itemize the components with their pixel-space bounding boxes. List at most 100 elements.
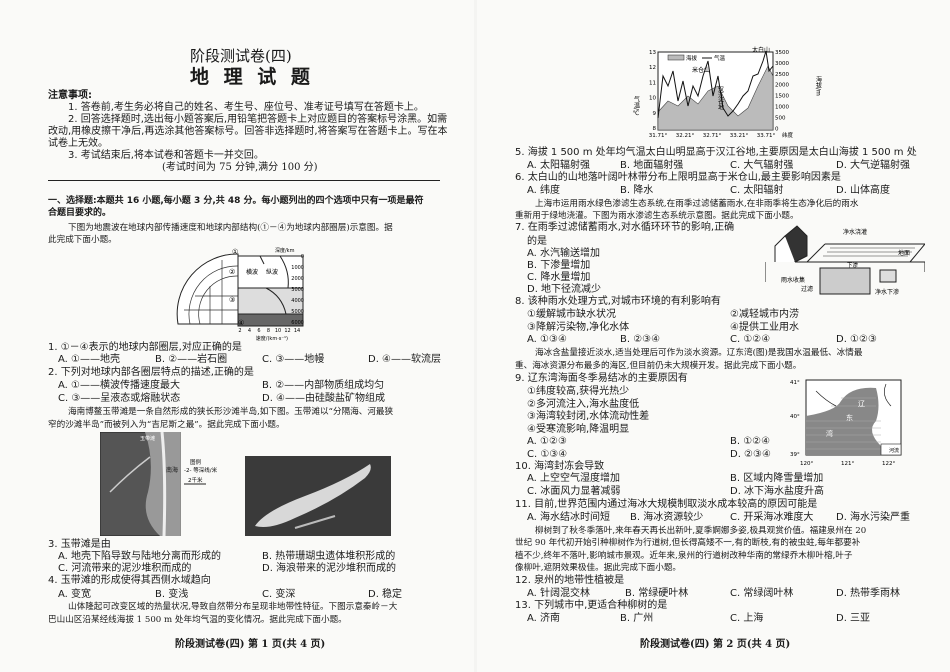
x-tick: 32.71° bbox=[703, 133, 722, 139]
statement: ①缓解城市缺水状况 bbox=[527, 309, 616, 320]
option-b[interactable]: B. ②——内部物质组成均匀 bbox=[262, 380, 385, 391]
option-d[interactable]: D. 三亚 bbox=[836, 613, 871, 624]
y-tick-right: 1500 bbox=[775, 94, 789, 100]
section-heading: 一、选择题:本题共 16 小题,每小题 3 分,共 48 分。每小题列出的四个选… bbox=[48, 196, 424, 206]
option-c[interactable]: C. 上海 bbox=[730, 613, 764, 624]
option-a[interactable]: A. 太阳辐射强 bbox=[527, 160, 591, 171]
option-a[interactable]: A. 变宽 bbox=[58, 589, 92, 600]
option-c[interactable]: C. 变深 bbox=[262, 589, 296, 600]
option-d[interactable]: D. 海水污染严重 bbox=[836, 512, 911, 523]
option-c[interactable]: C. ③——地幔 bbox=[262, 354, 325, 365]
passage: 下图为地震波在地球内部传播速度和地球内部结构(①－④为地球内部圈层)示意图。据 bbox=[68, 223, 393, 233]
y-tick-left: 13 bbox=[649, 50, 656, 56]
option-c[interactable]: C. 大气辐射强 bbox=[730, 160, 794, 171]
statement: ②减轻城市内涝 bbox=[730, 309, 799, 320]
option-d[interactable]: D. ①②③ bbox=[836, 334, 877, 345]
question-1: 1. ①－④表示的地球内部圈层,对应正确的是 bbox=[48, 342, 242, 353]
depth-tick: 1000 bbox=[291, 265, 304, 271]
y-tick-left: 9 bbox=[653, 111, 657, 117]
y-tick-left: 12 bbox=[649, 65, 656, 71]
option-b[interactable]: B. 变浅 bbox=[155, 589, 189, 600]
speed-tick: 6 bbox=[257, 328, 260, 334]
passage: 海冰含盐量接近淡水,适当处理后可作为淡水资源。辽东湾(图)是我国水温最低、冰情最 bbox=[535, 348, 863, 358]
option-d[interactable]: D. ④——软流层 bbox=[368, 354, 442, 365]
option-b[interactable]: B. 热带珊瑚虫遗体堆积形成的 bbox=[262, 551, 396, 562]
lat-41: 41° bbox=[790, 380, 800, 386]
statement: ①纬度较高,获得光热少 bbox=[527, 386, 630, 397]
option-b[interactable]: B. 区域内降雪量增加 bbox=[730, 473, 824, 484]
map-label-wan: 湾 bbox=[826, 429, 833, 438]
option-a[interactable]: A. 纬度 bbox=[527, 185, 561, 196]
option-c[interactable]: C. 开采海冰难度大 bbox=[730, 512, 814, 523]
option-b[interactable]: B. 下渗量增加 bbox=[527, 260, 591, 271]
option-d[interactable]: D. 地下径流减少 bbox=[527, 284, 602, 295]
y-tick-right: 500 bbox=[775, 115, 786, 121]
statement: ③降解污染物,净化水体 bbox=[527, 322, 630, 333]
option-c[interactable]: C. 降水量增加 bbox=[527, 272, 591, 283]
option-b[interactable]: B. 地面辐射强 bbox=[620, 160, 684, 171]
option-a[interactable]: A. 针阔混交林 bbox=[527, 588, 591, 599]
y-tick-right: 2500 bbox=[775, 72, 789, 78]
passage: 上海市运用雨水绿色渗滤生态系统,在雨季过滤储蓄雨水,在非雨季将生态净化后的雨水 bbox=[535, 199, 859, 209]
question-7: 7. 在雨季过滤储蓄雨水,对水循环环节的影响,正确 bbox=[515, 222, 735, 233]
question-11: 11. 目前,世界范围内通过海冰大规模制取淡水成本较高的原因可能是 bbox=[515, 499, 818, 510]
option-c[interactable]: C. ①③④ bbox=[527, 449, 568, 460]
passage: 巴山山区沿某经线海拔 1 500 m 处年均气温的变化情况。据此完成下面小题。 bbox=[48, 615, 347, 625]
option-b[interactable]: B. 海冰资源较少 bbox=[630, 512, 704, 523]
page-1: 阶段测试卷(四) 地 理 试 题 注意事项: 1. 答卷前,考生务必将自己的姓名… bbox=[0, 0, 474, 672]
option-c[interactable]: C. 冰面风力显著减弱 bbox=[527, 486, 621, 497]
passage: 山体隆起可改变区域的热量状况,导致自然带分布呈现非地带性特征。下图示意秦岭－大 bbox=[68, 602, 398, 612]
notice-heading: 注意事项: bbox=[48, 90, 92, 101]
option-b[interactable]: B. ②——岩石圈 bbox=[155, 354, 228, 365]
question-10: 10. 海湾封冻会导致 bbox=[515, 461, 605, 472]
option-b[interactable]: B. 广州 bbox=[620, 613, 654, 624]
beach-photo bbox=[245, 456, 391, 536]
option-c[interactable]: C. 常绿阔叶林 bbox=[730, 588, 794, 599]
option-b[interactable]: B. ①②④ bbox=[730, 436, 771, 447]
option-d[interactable]: D. 海浪带来的泥沙堆积而成的 bbox=[262, 563, 397, 574]
option-a[interactable]: A. ①②③ bbox=[527, 436, 567, 447]
option-d[interactable]: D. 山体高度 bbox=[836, 185, 891, 196]
statement: ④提供工业用水 bbox=[730, 322, 799, 333]
notice-line: 1. 答卷前,考生务必将自己的姓名、考生号、座位号、准考证号填写在答题卡上。 bbox=[68, 102, 424, 113]
passage: 重、海冰资源分布最多的海区,但目前仍未大规模开发。据此完成下面小题。 bbox=[515, 361, 802, 371]
peak-taibai: 太白山 bbox=[752, 46, 770, 54]
option-d[interactable]: D. 热带季雨林 bbox=[836, 588, 901, 599]
scale-label: 2千米 bbox=[188, 476, 203, 484]
divider bbox=[48, 180, 440, 181]
p-wave-label: 纵波 bbox=[266, 268, 278, 276]
option-b[interactable]: B. 常绿硬叶林 bbox=[625, 588, 689, 599]
option-d[interactable]: D. 冰下海水盐度升高 bbox=[730, 486, 825, 497]
passage: 重新用于绿地浇灌。下图为雨水渗滤生态系统示意图。据此完成下面小题。 bbox=[515, 211, 799, 221]
y-tick-left: 10 bbox=[649, 96, 656, 102]
option-d[interactable]: D. ②③④ bbox=[730, 449, 771, 460]
option-c[interactable]: C. 河流带来的泥沙堆积而成的 bbox=[58, 563, 192, 574]
option-a[interactable]: A. ①③④ bbox=[527, 334, 567, 345]
filter-label: 过滤 bbox=[801, 285, 813, 293]
map-label-liao: 辽 bbox=[858, 400, 865, 408]
option-b[interactable]: B. ②③④ bbox=[620, 334, 661, 345]
option-d[interactable]: D. ④——由硅酸盐矿物组成 bbox=[262, 393, 386, 404]
option-a[interactable]: A. 济南 bbox=[527, 613, 561, 624]
option-c[interactable]: C. ③——呈液态或熔融状态 bbox=[58, 393, 181, 404]
layer-3-label: ③ bbox=[229, 296, 235, 304]
option-a[interactable]: A. ①——横波传播速度最大 bbox=[58, 380, 180, 391]
valley-hanjiang: 汉江谷地 bbox=[717, 85, 724, 110]
option-a[interactable]: A. ①——地壳 bbox=[58, 354, 120, 365]
option-d[interactable]: D. 大气逆辐射强 bbox=[836, 160, 911, 171]
x-tick: 33.21° bbox=[730, 133, 749, 139]
option-a[interactable]: A. 地壳下陷导致与陆地分离而形成的 bbox=[58, 551, 222, 562]
question-4: 4. 玉带滩的形成使得其西侧水域趋向 bbox=[48, 575, 211, 586]
option-d[interactable]: D. 稳定 bbox=[368, 589, 403, 600]
x-tick: 31.71° bbox=[649, 133, 668, 139]
option-a[interactable]: A. 水汽输送增加 bbox=[527, 248, 601, 259]
option-c[interactable]: C. ①②④ bbox=[730, 334, 771, 345]
depth-tick: 2000 bbox=[291, 276, 304, 282]
option-c[interactable]: C. 太阳辐射 bbox=[730, 185, 784, 196]
depth-tick: 3000 bbox=[291, 287, 304, 293]
y-tick-right: 1000 bbox=[775, 105, 789, 111]
option-b[interactable]: B. 降水 bbox=[620, 185, 654, 196]
option-a[interactable]: A. 上空空气湿度增加 bbox=[527, 473, 621, 484]
speed-tick: 4 bbox=[248, 328, 251, 334]
option-a[interactable]: A. 海水结冰时间短 bbox=[527, 512, 611, 523]
